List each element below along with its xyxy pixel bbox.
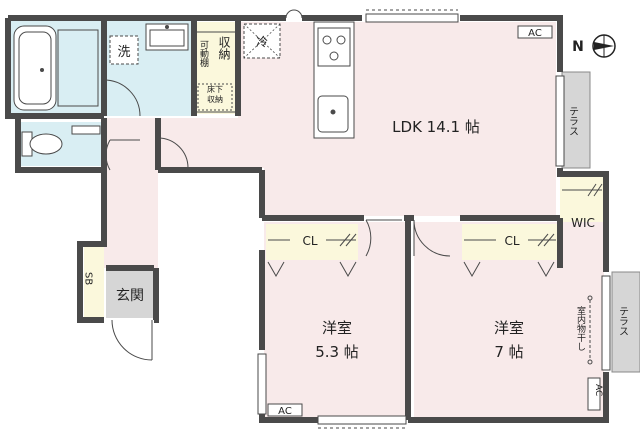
faucet-icon [165, 25, 169, 29]
bath-panel [57, 29, 99, 107]
terrace-top-right [561, 71, 591, 169]
underfloor-storage-label: 床下収納 [207, 84, 223, 104]
bathtub-inner [18, 31, 52, 105]
room1-size: 5.3 帖 [315, 343, 359, 361]
closet1-label: CL [302, 234, 317, 248]
compass-n-label: N [572, 39, 584, 55]
underfloor-line2: 収納 [207, 94, 223, 104]
bathtub [13, 25, 57, 111]
sink-icon [317, 95, 349, 133]
closet2-floor [462, 224, 558, 260]
sb-floor [84, 246, 104, 318]
ldk-label: LDK 14.1 帖 [392, 118, 480, 136]
windows [257, 13, 611, 425]
closet2-label: CL [504, 234, 519, 248]
stove-icon [317, 27, 351, 67]
ac-room2-box [587, 377, 601, 411]
terrace-top-label: テラス [567, 106, 578, 136]
storage-floor [194, 22, 238, 114]
wic-rod [562, 183, 603, 197]
genkan-label: 玄関 [116, 287, 144, 304]
closet1-floor [266, 224, 358, 260]
room2-size: 7 帖 [494, 343, 523, 361]
sb-label: SB [83, 272, 94, 285]
window-dashes [318, 9, 458, 429]
ac-room2-label: AC [593, 384, 603, 396]
closet2-rod [463, 233, 556, 278]
door-swings [103, 9, 451, 361]
movable-shelf-label: 可動棚 [198, 40, 209, 68]
toilet-sink [71, 125, 101, 135]
compass-icon [592, 34, 616, 58]
indoor-drying-label: 室内物干し [575, 305, 586, 351]
washer-label: 洗 [117, 45, 130, 60]
storage-box [195, 31, 237, 113]
closet1-rod [267, 233, 357, 278]
room1-label: 洋室 [322, 319, 352, 337]
wic-label: WIC [571, 216, 595, 230]
hallway-floor [104, 118, 158, 268]
underfloor-box [197, 83, 233, 111]
drying-rod [587, 295, 593, 365]
wash-basin-bowl [149, 29, 185, 47]
room2-label: 洋室 [494, 319, 524, 337]
kitchen-counter [313, 21, 355, 139]
ac-room1-label: AC [278, 406, 292, 417]
genkan-floor [106, 270, 154, 318]
terrace-bottom-label: テラス [617, 306, 628, 336]
ac-room1-box [267, 403, 303, 417]
storage-label: 収納 [217, 36, 231, 60]
underfloor-line1: 床下 [207, 84, 223, 94]
fridge-label: 冷 [256, 35, 268, 49]
bath-drain [40, 68, 44, 72]
ac-ldk-box [517, 25, 553, 39]
ac-ldk-label: AC [528, 28, 542, 39]
toilet-bowl [29, 133, 63, 155]
terrace-bottom-right [611, 271, 640, 373]
washer-space [109, 35, 139, 65]
